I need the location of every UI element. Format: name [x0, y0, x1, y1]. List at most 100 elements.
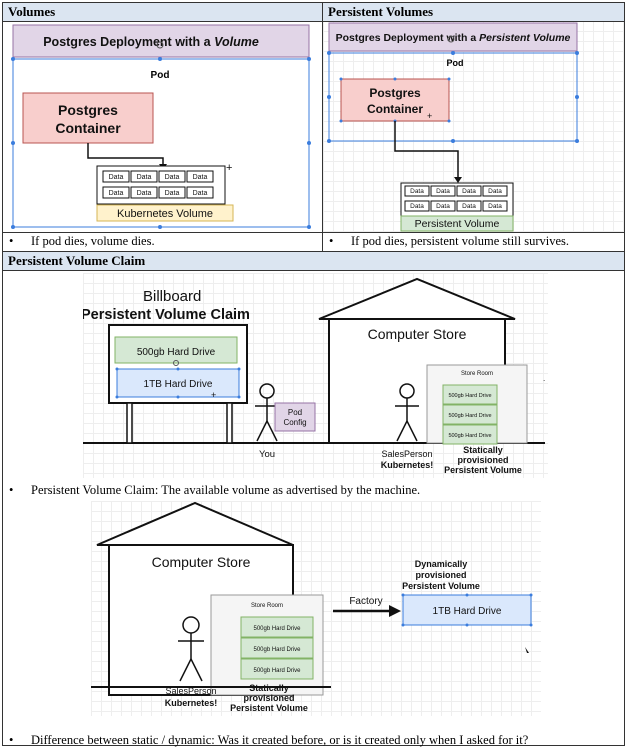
data-cell: Data: [193, 190, 208, 197]
factory-salesperson-icon: [178, 616, 204, 682]
data-cell: Data: [165, 190, 180, 197]
pod-config-line2: Config: [283, 418, 306, 427]
row-divider: [3, 251, 624, 252]
billboard-title: Billboard: [143, 288, 201, 305]
data-cell: Data: [436, 188, 450, 195]
pv-title-em: Persistent Volume: [479, 32, 570, 44]
persistent-volume-diagram: Postgres Deployment with a Persistent Vo…: [323, 21, 624, 233]
factory-store-drive: 500gb Hard Drive: [253, 626, 301, 632]
data-cell: Data: [410, 203, 424, 210]
bullet-pvc: • Persistent Volume Claim: The available …: [9, 483, 420, 498]
data-cell: Data: [137, 174, 152, 181]
svg-text:+: +: [211, 390, 216, 400]
bullet-dot-icon: •: [9, 483, 14, 497]
dyn-drive-1tb: 1TB Hard Drive: [433, 606, 502, 617]
bullet-pv-text: If pod dies, persistent volume still sur…: [351, 234, 570, 248]
volume-diagram-svg: Postgres Deployment with a Volume Pod Po…: [11, 24, 311, 229]
dyn-line1: Dynamically: [415, 559, 468, 569]
volume-data-grid: Data Data Data Data Data Data Data Data: [102, 170, 214, 199]
factory-static-line3: Persistent Volume: [230, 703, 308, 713]
volume-title-prefix: Postgres Deployment with a: [43, 35, 214, 49]
bullet-dot-icon: •: [9, 733, 14, 747]
billboard-subtitle: Persistent Volume Claim: [83, 307, 250, 323]
row-divider: [3, 21, 624, 22]
factory-store-room: Store Room: [251, 603, 283, 609]
bullet-persistent-volumes: • If pod dies, persistent volume still su…: [329, 234, 569, 249]
billboard-drive-500: 500gb Hard Drive: [137, 347, 216, 358]
kubernetes-label: Kubernetes!: [381, 460, 434, 470]
persistent-volume-diagram-svg: Postgres Deployment with a Persistent Vo…: [327, 22, 579, 232]
data-cell: Data: [410, 188, 424, 195]
factory-salesperson-label: SalesPerson: [165, 686, 216, 696]
data-cell: Data: [165, 174, 180, 181]
store-drive: 500gb Hard Drive: [448, 413, 491, 419]
data-cell: Data: [488, 188, 502, 195]
header-volumes: Volumes: [3, 3, 322, 21]
factory-static-line2: provisioned: [243, 693, 294, 703]
factory-scene-svg: Computer Store Store Room 500gb Hard Dri…: [91, 501, 533, 713]
data-cell: Data: [137, 190, 152, 197]
volume-label: Kubernetes Volume: [117, 208, 213, 220]
bullet-dot-icon: •: [9, 234, 14, 248]
factory-store-title: Computer Store: [152, 554, 251, 570]
factory-store-drive: 500gb Hard Drive: [253, 668, 301, 674]
factory-static-line1: Statically: [249, 683, 289, 693]
data-cell: Data: [109, 174, 124, 181]
pv-container-line1: Postgres: [369, 86, 421, 100]
svg-text:Postgres Deployment with a Per: Postgres Deployment with a Persistent Vo…: [336, 32, 571, 44]
store-title: Computer Store: [368, 326, 467, 342]
bullet-difference: • Difference between static / dynamic: Wa…: [9, 733, 528, 748]
bullet-volumes: • If pod dies, volume dies.: [9, 234, 155, 249]
pv-volume-label: Persistent Volume: [415, 218, 500, 230]
dyn-line3: Persistent Volume: [402, 581, 480, 591]
volume-container-line2: Container: [55, 120, 121, 136]
pv-pod-label: Pod: [447, 58, 464, 68]
svg-text:+: +: [427, 111, 432, 121]
header-pvc: Persistent Volume Claim: [3, 252, 624, 270]
factory-kubernetes-label: Kubernetes!: [165, 698, 218, 708]
store-room-label: Store Room: [461, 371, 493, 377]
volume-title-em: Volume: [214, 35, 259, 49]
factory-store-drive: 500gb Hard Drive: [253, 647, 301, 653]
row-divider: [3, 232, 624, 233]
salesperson-icon: [395, 383, 419, 442]
bullet-dot-icon: •: [329, 234, 334, 248]
row-divider: [3, 270, 624, 271]
static-line2: provisioned: [457, 455, 508, 465]
cursor-icon: [525, 647, 529, 653]
static-line3: Persistent Volume: [444, 465, 522, 475]
volume-diagram: Postgres Deployment with a Volume Pod Po…: [3, 21, 322, 233]
data-cell: Data: [488, 203, 502, 210]
bullet-volumes-text: If pod dies, volume dies.: [31, 234, 155, 248]
data-cell: Data: [462, 188, 476, 195]
data-cell: Data: [436, 203, 450, 210]
store-drive: 500gb Hard Drive: [448, 433, 491, 439]
svg-text:+: +: [226, 162, 232, 174]
bullet-difference-text: Difference between static / dynamic: Was…: [31, 733, 529, 747]
arrow-right-icon: [389, 605, 401, 617]
data-cell: Data: [462, 203, 476, 210]
svg-text:Postgres Deployment with a Vol: Postgres Deployment with a Volume: [43, 35, 259, 49]
header-persistent-volumes: Persistent Volumes: [323, 3, 624, 21]
svg-text:.: .: [543, 374, 545, 383]
pv-data-grid: Data Data Data Data Data Data Data Data: [404, 185, 508, 212]
dyn-line2: provisioned: [415, 570, 466, 580]
column-divider: [322, 3, 323, 251]
factory-label: Factory: [349, 596, 382, 607]
salesperson-label: SalesPerson: [381, 449, 432, 459]
volume-pod-label: Pod: [151, 70, 170, 81]
bullet-pvc-text: Persistent Volume Claim: The available v…: [31, 483, 421, 497]
pv-container-line2: Container: [367, 102, 423, 116]
billboard-scene-svg: Billboard Persistent Volume Claim 500gb …: [81, 277, 545, 475]
volume-container-line1: Postgres: [58, 102, 118, 118]
data-cell: Data: [193, 174, 208, 181]
factory-scene: Computer Store Store Room 500gb Hard Dri…: [91, 501, 541, 716]
static-line1: Statically: [463, 445, 503, 455]
data-cell: Data: [109, 190, 124, 197]
pv-title-prefix: Postgres Deployment with a: [336, 32, 480, 44]
billboard-scene: Billboard Persistent Volume Claim 500gb …: [81, 273, 548, 478]
you-label: You: [259, 449, 275, 460]
billboard-drive-1tb: 1TB Hard Drive: [144, 379, 213, 390]
store-drive: 500gb Hard Drive: [448, 393, 491, 399]
